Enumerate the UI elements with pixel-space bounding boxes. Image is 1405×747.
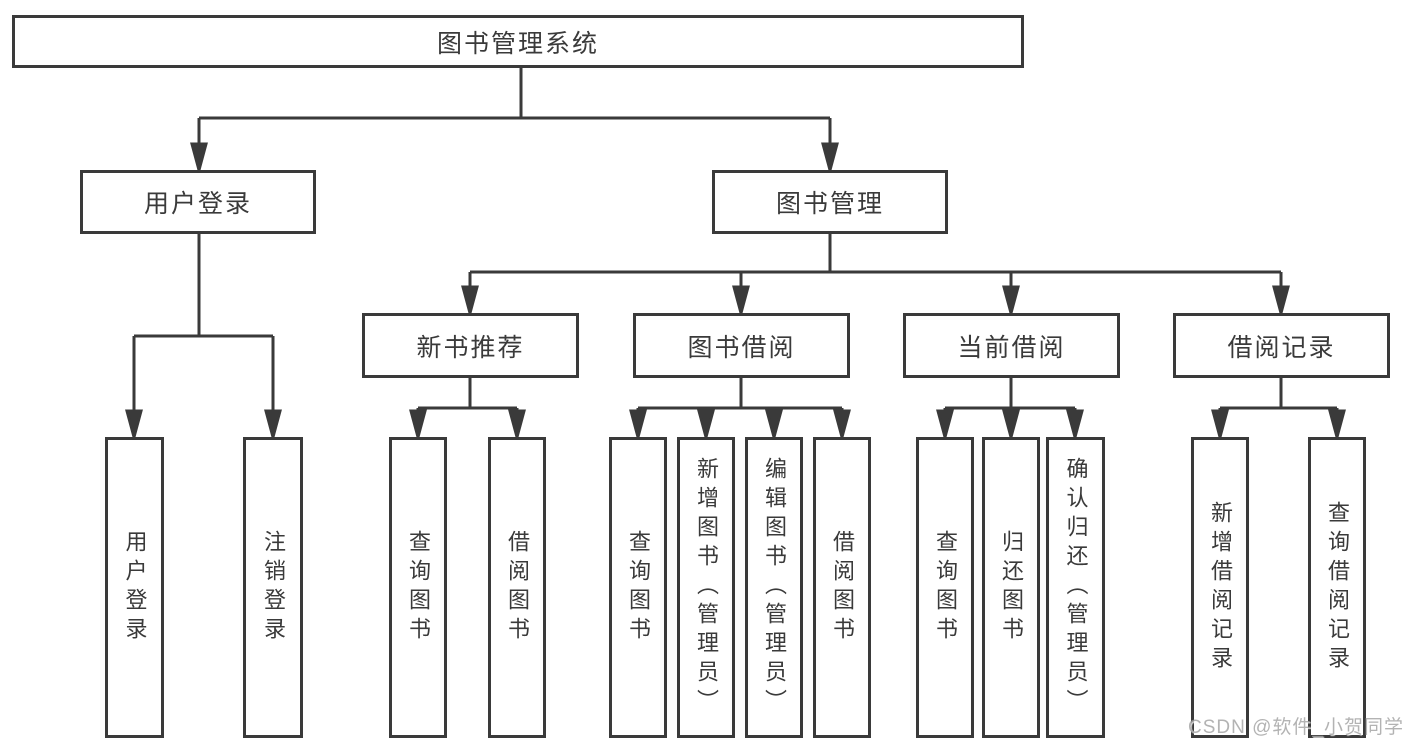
leaf-label: 归还图书 [999,529,1024,646]
leaf-label: 查询图书 [626,529,651,646]
leaf-label: 借阅图书 [505,529,530,646]
node-new-book-recommendation: 新书推荐 [362,313,579,378]
leaf-label: 注销登录 [261,529,286,646]
csdn-watermark: CSDN @软件_小贺同学 [1188,717,1404,738]
leaf-label: 确认归还（管理员） [1063,457,1089,718]
node-book-management: 图书管理 [712,170,948,234]
node-book-borrowing: 图书借阅 [633,313,850,378]
leaf-query-books-recommend: 查询图书 [389,437,447,738]
connector-root-to-level2 [190,67,839,176]
leaf-label: 用户登录 [122,529,148,646]
leaf-query-books-current: 查询图书 [916,437,974,738]
leaf-edit-book-admin: 编辑图书（管理员） [745,437,803,738]
leaf-label: 查询图书 [406,529,431,646]
node-label: 新书推荐 [416,333,525,362]
leaf-query-books-borrowing: 查询图书 [609,437,667,738]
node-label: 图书管理 [775,190,884,218]
leaf-label: 新增借阅记录 [1208,500,1233,675]
leaf-logout: 注销登录 [243,437,303,738]
node-label: 用户登录 [143,190,252,218]
connector-user-login-to-leaves [125,233,282,443]
leaf-add-book-admin: 新增图书（管理员） [677,437,735,738]
connector-recommend-to-leaves [409,377,526,443]
leaf-borrow-books-recommend: 借阅图书 [488,437,546,738]
leaf-label: 编辑图书（管理员） [762,457,787,718]
leaf-add-borrow-record: 新增借阅记录 [1191,437,1249,738]
connector-records-to-leaves [1211,377,1346,443]
leaf-borrow-books-borrowing: 借阅图书 [813,437,871,738]
node-label: 图书管理系统 [436,29,599,58]
leaf-confirm-return-admin: 确认归还（管理员） [1046,437,1105,738]
node-current-borrowing: 当前借阅 [903,313,1120,378]
leaf-return-book: 归还图书 [982,437,1040,738]
node-label: 借阅记录 [1227,333,1336,362]
leaf-query-borrow-record: 查询借阅记录 [1308,437,1366,738]
connector-borrowing-to-leaves [629,377,851,443]
node-user-login: 用户登录 [80,170,316,234]
node-label: 当前借阅 [957,333,1066,362]
leaf-user-login: 用户登录 [105,437,164,738]
leaf-label: 查询借阅记录 [1325,500,1350,675]
node-label: 图书借阅 [687,333,796,362]
leaf-label: 查询图书 [933,529,958,646]
node-borrowing-records: 借阅记录 [1173,313,1390,378]
connector-current-to-leaves [936,377,1084,443]
node-root: 图书管理系统 [12,15,1024,68]
leaf-label: 新增图书（管理员） [694,457,719,718]
connector-book-management-to-level3 [461,233,1290,319]
leaf-label: 借阅图书 [830,529,855,646]
